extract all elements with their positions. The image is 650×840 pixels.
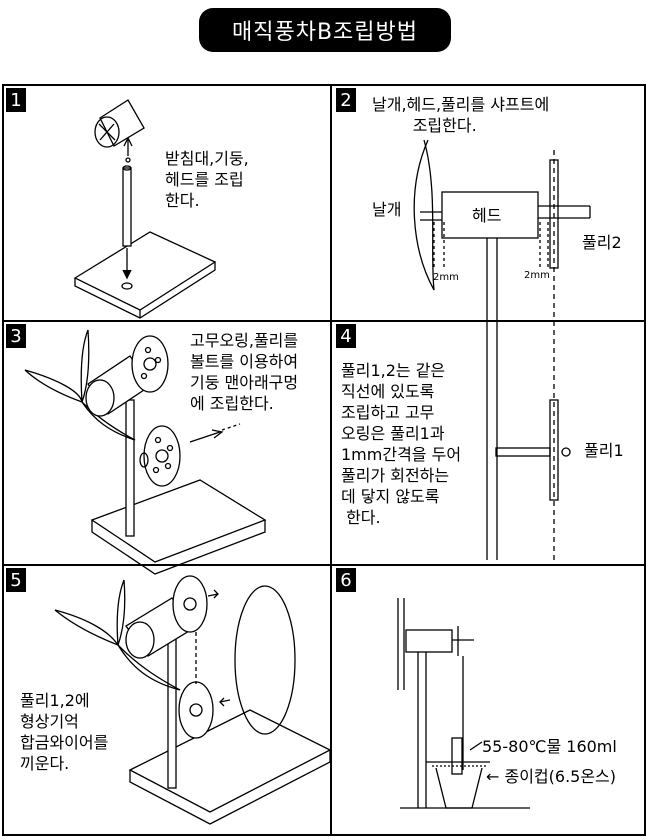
panel6-water-label: 55-80℃물 160ml [482,737,617,756]
step-number-6: 6 [336,568,356,592]
panel5-instruction: 풀리1,2에 형상기억 합금와이어를 끼운다. [20,691,109,773]
instruction-grid [2,84,646,836]
grid-divider-vertical [330,84,332,836]
panel2-instruction: 날개,헤드,풀리를 샤프트에 조립한다. [372,95,550,135]
grid-divider-row1 [2,320,646,322]
panel2-head-label: 헤드 [472,206,502,225]
panel2-pulley1-label: 풀리1 [584,441,624,460]
step-number-1: 1 [6,88,26,112]
panel6-illustration [397,598,530,809]
page-title: 매직풍차B조립방법 [199,8,451,52]
panel5-illustration [54,575,332,825]
step-number-5: 5 [6,568,26,592]
panel3-instruction: 고무오링,풀리를 볼트를 이용하여 기둥 맨아래구멍 에 조립한다. [190,331,299,413]
panel4-instruction: 풀리1,2는 같은 직선에 있도록 조립하고 고무 오링은 풀리1과 1mm간격… [341,361,462,527]
grid-divider-row2 [2,564,646,566]
panel2-gap-left-label: 2mm [433,272,459,283]
panel2-illustration [413,139,591,560]
panel2-gap-right-label: 2mm [524,270,550,281]
panel1-illustration [73,99,217,319]
panel1-instruction: 받침대,기둥, 헤드를 조립 한다. [165,149,249,210]
panel2-wing-label: 날개 [372,200,402,219]
panel3-illustration [24,329,267,575]
step-number-4: 4 [336,324,356,348]
step-number-3: 3 [6,324,26,348]
panel2-pulley2-label: 풀리2 [582,233,622,252]
step-number-2: 2 [336,88,356,112]
panel6-cup-label: ← 종이컵(6.5온스) [486,767,617,786]
